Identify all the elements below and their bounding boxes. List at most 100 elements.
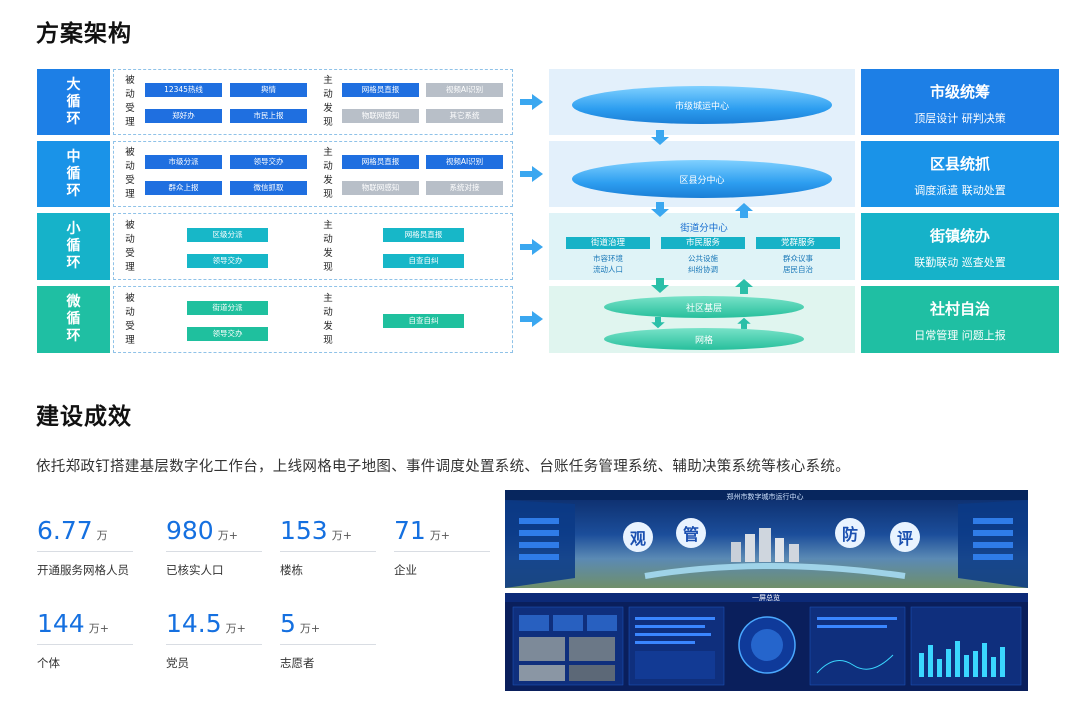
stat-value: 153 bbox=[280, 516, 328, 545]
stat-value: 980 bbox=[166, 516, 214, 545]
tag-active: 自查自纠 bbox=[383, 254, 464, 268]
stat-divider bbox=[280, 644, 376, 645]
street-col-title: 街道治理 bbox=[566, 237, 650, 249]
arrow-right-icon bbox=[520, 94, 543, 110]
right-panel-sub: 联勤联动 巡查处置 bbox=[914, 256, 1006, 269]
stat-label: 开通服务网格人员 bbox=[37, 563, 129, 577]
arrow-down-icon bbox=[651, 278, 669, 293]
street-col-item: 市容环境 bbox=[593, 254, 623, 263]
grid-label: 网格 bbox=[694, 335, 713, 346]
passive-label: 被动受理 bbox=[125, 293, 135, 346]
active-label: 主动发现 bbox=[323, 293, 333, 346]
active-label: 主动发现 bbox=[323, 75, 333, 128]
screen-char-circle: 防 bbox=[835, 518, 865, 548]
loop-label-micro: 微循环 bbox=[37, 286, 110, 353]
right-panel-street: 街镇统办 联勤联动 巡查处置 bbox=[861, 213, 1059, 280]
loop-box-small: 被动受理 区级分派 领导交办 主动发现 网格员直报 自查自纠 bbox=[113, 213, 513, 280]
right-panel-sub: 调度派遣 联动处置 bbox=[914, 184, 1006, 197]
right-panel-community: 社村自治 日常管理 问题上报 bbox=[861, 286, 1059, 353]
tag-active: 网格员直报 bbox=[342, 83, 419, 97]
arrow-right-icon bbox=[520, 311, 543, 327]
arrow-up-icon bbox=[735, 203, 753, 218]
stat-label: 党员 bbox=[166, 656, 189, 670]
city-center-label: 市级城运中心 bbox=[674, 101, 729, 112]
right-panel-sub: 顶层设计 研判决策 bbox=[914, 112, 1006, 125]
community-label: 社区基层 bbox=[685, 303, 722, 314]
arrow-right-icon bbox=[520, 239, 543, 255]
tag-active: 视频AI识别 bbox=[426, 83, 503, 97]
arrow-down-icon bbox=[651, 317, 665, 329]
stat-divider bbox=[280, 551, 376, 552]
right-panel-title: 社村自治 bbox=[929, 300, 990, 318]
arrow-up-icon bbox=[735, 279, 753, 294]
arrow-down-icon bbox=[651, 130, 669, 145]
intro-text: 依托郑政钉搭建基层数字化工作台，上线网格电子地图、事件调度处置系统、台账任务管理… bbox=[36, 459, 850, 475]
stat-divider bbox=[166, 551, 262, 552]
tag-passive: 街道分派 bbox=[187, 301, 268, 315]
tag-active: 视频AI识别 bbox=[426, 155, 503, 169]
loop-box-big: 被动受理 12345热线 舆情 郑好办 市民上报 主动发现 网格员直报 视频AI… bbox=[113, 69, 513, 135]
right-panel-sub: 日常管理 问题上报 bbox=[914, 329, 1006, 342]
stat-label: 志愿者 bbox=[280, 656, 315, 670]
passive-label: 被动受理 bbox=[125, 75, 135, 128]
tag-passive: 舆情 bbox=[230, 83, 307, 97]
stat-unit: 万+ bbox=[88, 622, 109, 635]
tag-active: 自查自纠 bbox=[383, 314, 464, 328]
grid-disc: 网格 bbox=[604, 328, 804, 350]
section-title-results: 建设成效 bbox=[36, 404, 132, 430]
stat-unit: 万+ bbox=[217, 529, 238, 542]
stat-label: 已核实人口 bbox=[166, 563, 224, 577]
tag-active: 系统对接 bbox=[426, 181, 503, 195]
loop-label-big: 大循环 bbox=[37, 69, 110, 135]
tag-passive: 市级分派 bbox=[145, 155, 222, 169]
tag-active: 物联网感知 bbox=[342, 109, 419, 123]
screen-bottom-title: 一屏总览 bbox=[752, 594, 780, 602]
loop-label-mid: 中循环 bbox=[37, 141, 110, 207]
active-label: 主动发现 bbox=[323, 147, 333, 200]
stat-label: 企业 bbox=[394, 563, 417, 577]
stat-value: 71 bbox=[394, 516, 426, 545]
street-col-title: 党群服务 bbox=[756, 237, 840, 249]
stat-unit: 万+ bbox=[429, 529, 451, 542]
tag-passive: 郑好办 bbox=[145, 109, 222, 123]
passive-label: 被动受理 bbox=[125, 147, 135, 200]
tag-active: 物联网感知 bbox=[342, 181, 419, 195]
screen-char-circle: 评 bbox=[890, 522, 920, 552]
stat-divider bbox=[166, 644, 262, 645]
tag-passive: 群众上报 bbox=[145, 181, 222, 195]
right-panel-title: 街镇统办 bbox=[929, 227, 990, 245]
arrow-down-icon bbox=[651, 202, 669, 217]
stat-divider bbox=[394, 551, 490, 552]
section-title-architecture: 方案架构 bbox=[36, 21, 132, 47]
district-center-label: 区县分中心 bbox=[679, 175, 725, 186]
stat-divider bbox=[37, 644, 133, 645]
street-col-item: 纠纷协调 bbox=[688, 265, 718, 274]
screenshot-dashboard: 一屏总览 bbox=[505, 593, 1028, 691]
street-col-item: 居民自治 bbox=[783, 265, 813, 274]
screen-char-circle: 观 bbox=[623, 522, 653, 552]
stat-unit: 万+ bbox=[299, 622, 321, 635]
right-panel-title: 市级统筹 bbox=[929, 83, 990, 101]
loop-box-micro: 被动受理 街道分派 领导交办 主动发现 自查自纠 bbox=[113, 286, 513, 353]
street-col-item: 群众议事 bbox=[783, 254, 813, 263]
street-col-item: 流动人口 bbox=[593, 265, 623, 274]
stat-unit: 万+ bbox=[225, 622, 246, 635]
screen-char-circle: 管 bbox=[676, 518, 706, 548]
stat-value: 6.77 bbox=[37, 516, 93, 545]
stat-unit: 万+ bbox=[331, 529, 352, 542]
tag-passive: 12345热线 bbox=[145, 83, 222, 97]
street-col-item: 公共设施 bbox=[688, 254, 718, 263]
tag-passive: 领导交办 bbox=[230, 155, 307, 169]
city-center-disc: 市级城运中心 bbox=[572, 86, 832, 124]
tag-passive: 区级分派 bbox=[187, 228, 268, 242]
screen-top-title: 郑州市数字城市运行中心 bbox=[726, 493, 804, 501]
loop-label-small: 小循环 bbox=[37, 213, 110, 280]
passive-label: 被动受理 bbox=[125, 220, 135, 273]
street-col-title: 市民服务 bbox=[661, 237, 745, 249]
